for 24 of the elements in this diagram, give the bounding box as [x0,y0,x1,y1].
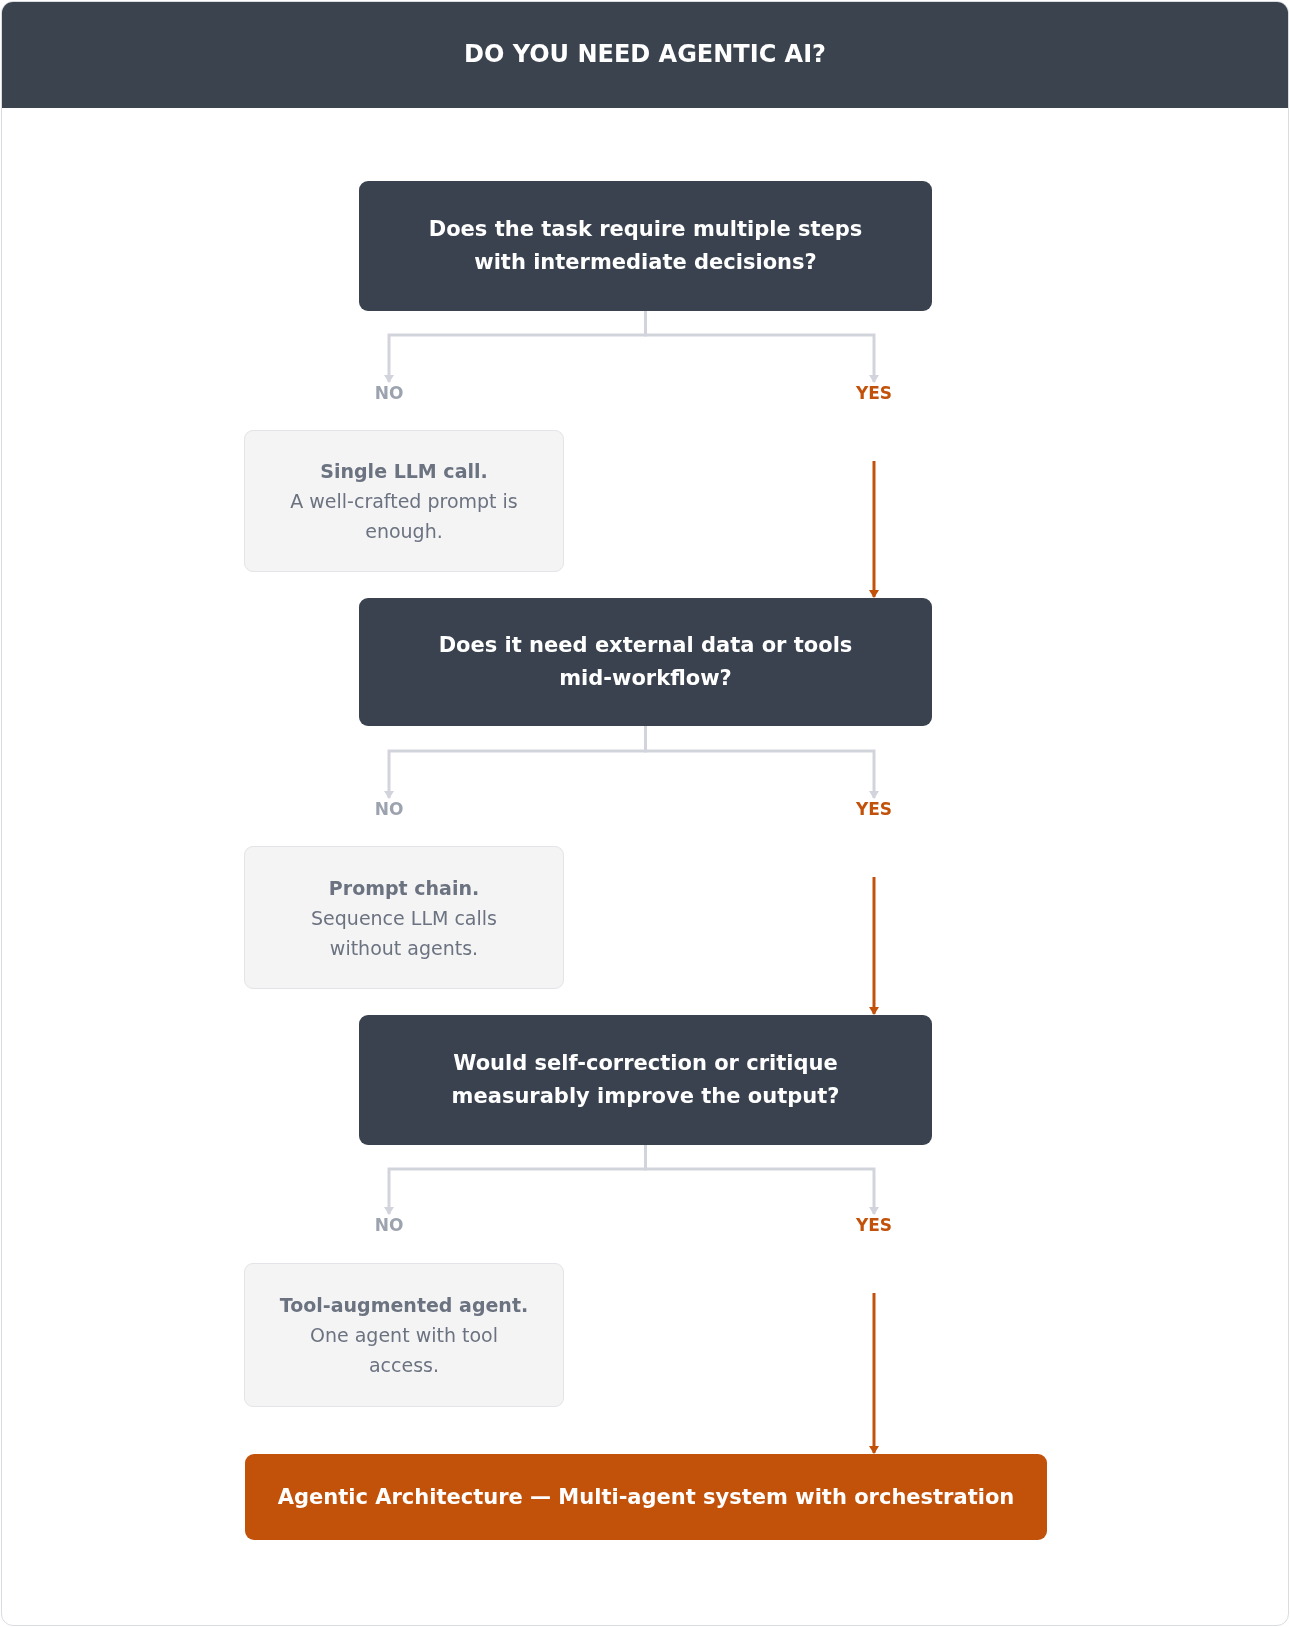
answer-text: One agent with tool access. [309,1323,499,1378]
branch-label: YES [814,799,934,829]
arrow [869,1293,879,1454]
answer-heading: Tool-augmented agent. [279,1293,529,1318]
question-box: Would self-correction or critique measurably improve the output? [359,1015,932,1145]
question-box: Does the task require multiple steps with intermediate decisions? [359,181,932,311]
arrow [869,877,879,1015]
arrow [644,726,879,799]
branch-label: NO [349,383,429,413]
answer-heading: Prompt chain. [328,875,480,901]
branch-label: NO [349,1215,429,1245]
answer-box [244,1263,564,1407]
answer-box [244,430,564,572]
branch-label: NO [349,799,429,829]
answer-text: Sequence LLM calls without agents. [310,905,498,961]
result-box: Agentic Architecture — Multi-agent system with orchestration [245,1454,1047,1540]
arrow [869,461,879,598]
answer-box [244,846,564,989]
branch-label: YES [814,1215,934,1245]
branch-label: YES [814,383,934,413]
answer-text: A well-crafted prompt is enough. [289,489,519,544]
answer-heading: Single LLM call. [320,459,488,484]
title: DO YOU NEED AGENTIC AI? [462,40,828,68]
question-box: Does it need external data or tools mid-workflow? [359,598,932,726]
